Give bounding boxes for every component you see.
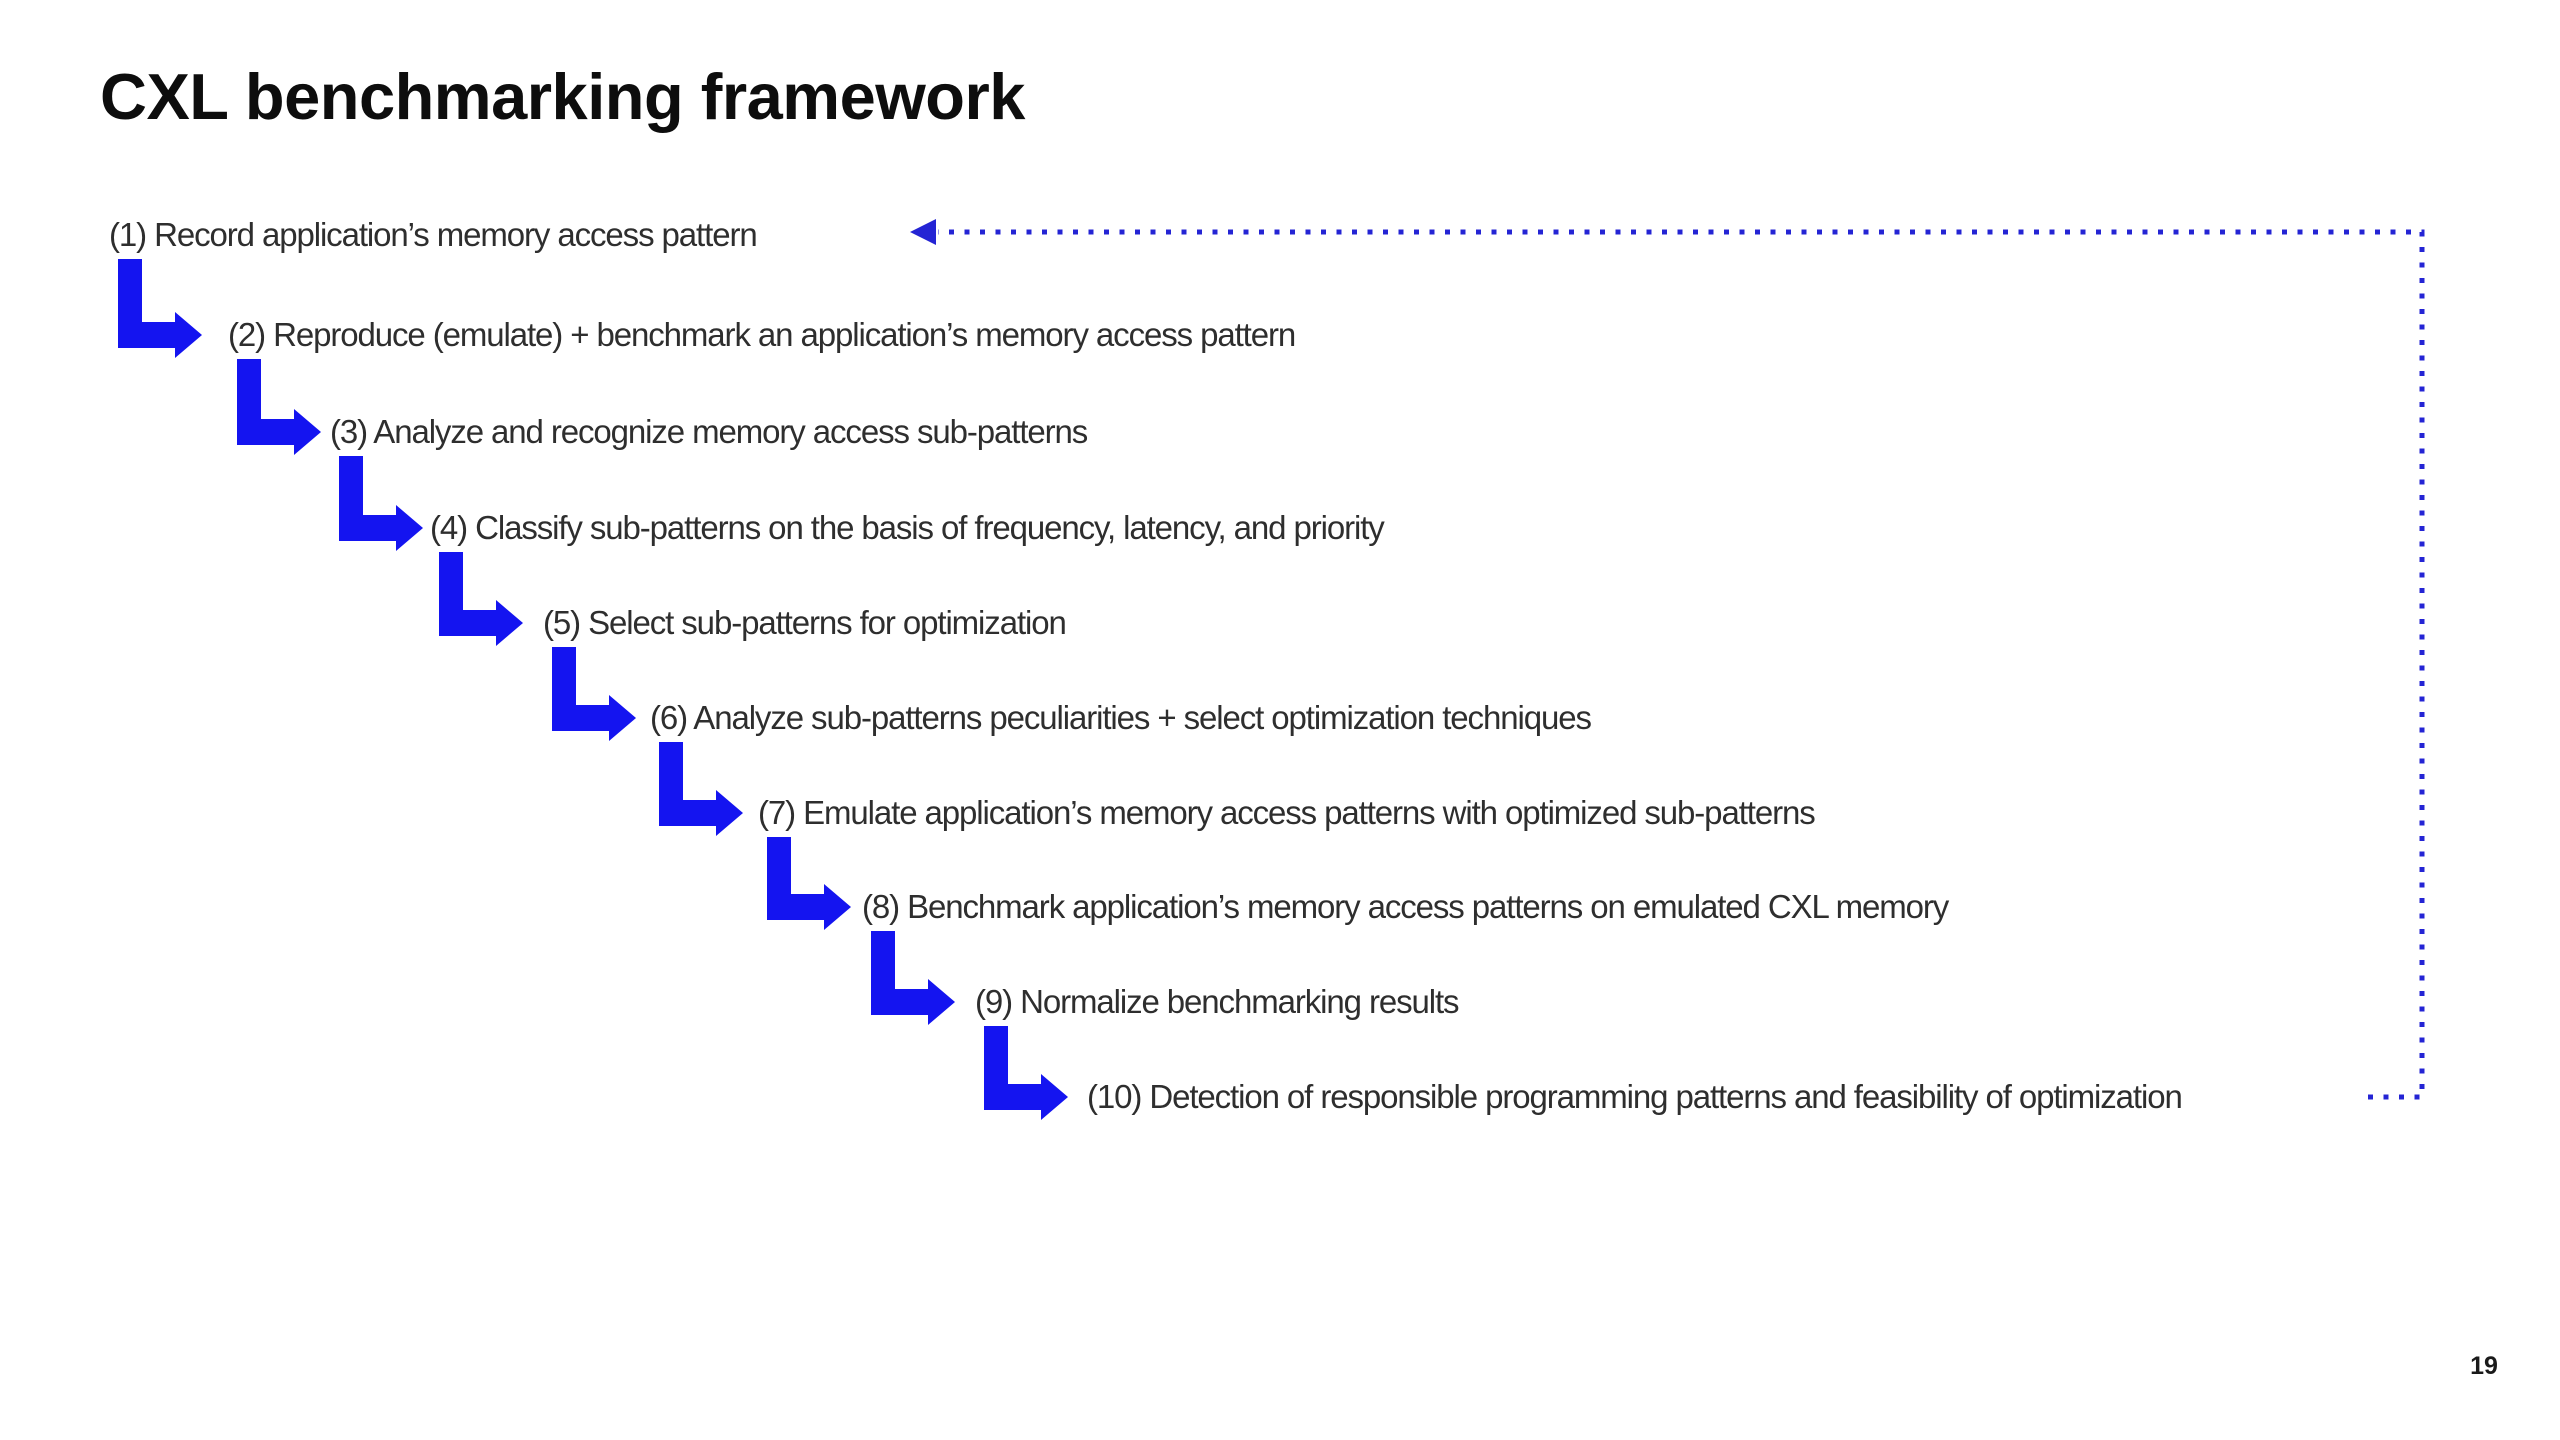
- slide-title: CXL benchmarking framework: [100, 60, 1025, 133]
- step-4: (4) Classify sub-patterns on the basis o…: [430, 509, 1385, 546]
- step-2: (2) Reproduce (emulate) + benchmark an a…: [228, 316, 1296, 353]
- bent-arrow-icon: [767, 837, 851, 930]
- page-number: 19: [2470, 1352, 2498, 1380]
- bent-arrow-icon: [439, 552, 523, 646]
- bent-arrow-icon: [871, 931, 955, 1025]
- step-9: (9) Normalize benchmarking results: [975, 983, 1460, 1020]
- bent-arrow-icon: [339, 456, 423, 551]
- bent-arrow-icon: [237, 359, 321, 455]
- step-8: (8) Benchmark application’s memory acces…: [862, 888, 1949, 925]
- feedback-dotted-line: [938, 229, 2425, 1100]
- step-6: (6) Analyze sub-patterns peculiarities +…: [650, 699, 1592, 736]
- step-10: (10) Detection of responsible programmin…: [1087, 1078, 2183, 1115]
- step-1: (1) Record application’s memory access p…: [109, 216, 758, 253]
- step-7: (7) Emulate application’s memory access …: [758, 794, 1816, 831]
- bent-arrow-icon: [118, 259, 202, 358]
- bent-arrow-icon: [659, 742, 743, 836]
- feedback-arrowhead-icon: [910, 219, 936, 245]
- step-5: (5) Select sub-patterns for optimization: [543, 604, 1067, 641]
- step-3: (3) Analyze and recognize memory access …: [330, 413, 1088, 450]
- bent-arrow-icon: [552, 647, 636, 741]
- bent-arrow-icon: [984, 1026, 1068, 1120]
